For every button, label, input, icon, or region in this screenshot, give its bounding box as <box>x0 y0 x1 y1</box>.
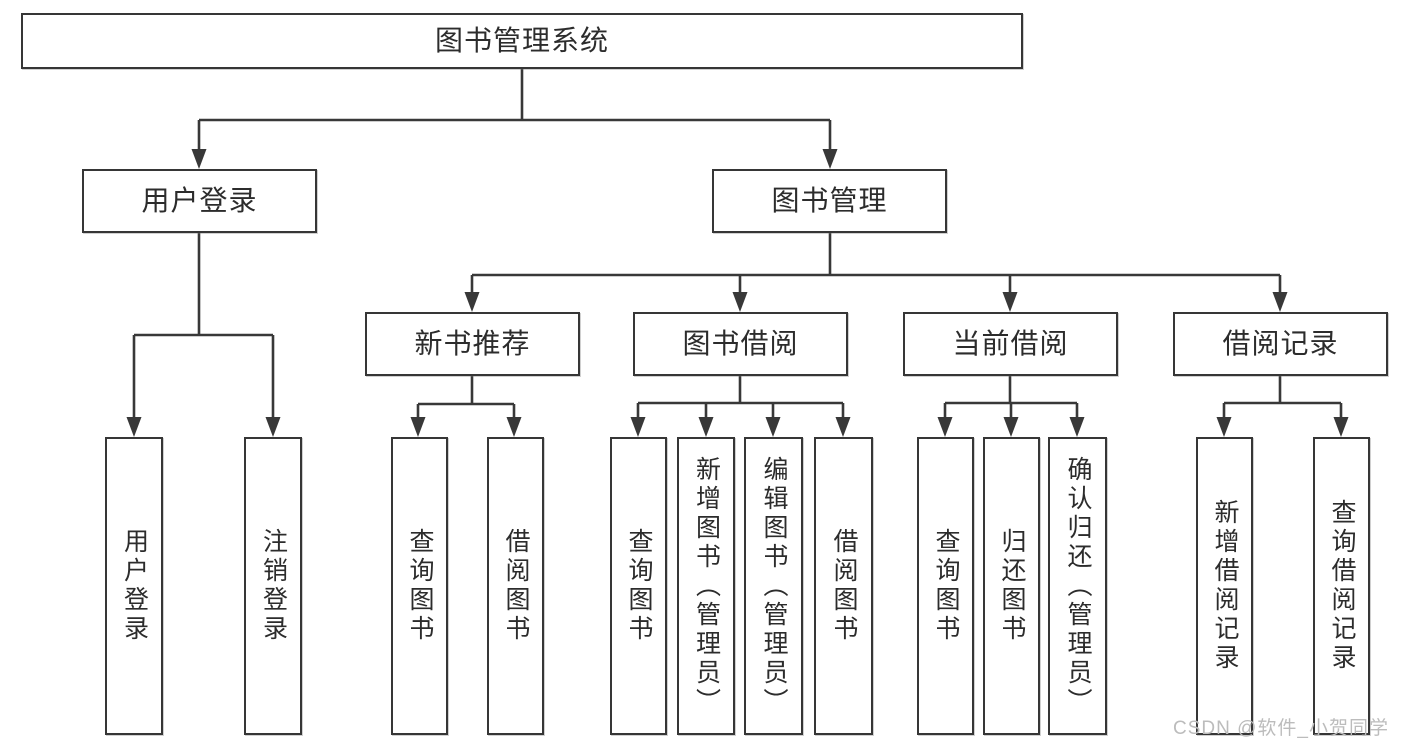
leaf-logout: 注销登录 <box>244 437 302 735</box>
node-borrowing-records: 借阅记录 <box>1173 312 1388 376</box>
node-user-login: 用户登录 <box>82 169 317 233</box>
leaf-rec-add-record: 新增借阅记录 <box>1196 437 1253 735</box>
leaf-rec-query-record: 查询借阅记录 <box>1313 437 1370 735</box>
leaf-cb-confirm-return-admin: 确认归还（管理员） <box>1048 437 1107 735</box>
leaf-nb-borrow-books: 借阅图书 <box>487 437 544 735</box>
watermark: CSDN @软件_小贺同学 <box>1173 718 1389 739</box>
node-library-management-system: 图书管理系统 <box>21 13 1023 69</box>
leaf-bb-query-books: 查询图书 <box>610 437 667 735</box>
node-book-borrowing: 图书借阅 <box>633 312 848 376</box>
leaf-cb-query-books: 查询图书 <box>917 437 974 735</box>
node-new-book-recommend: 新书推荐 <box>365 312 580 376</box>
node-book-management: 图书管理 <box>712 169 947 233</box>
leaf-nb-query-books: 查询图书 <box>391 437 448 735</box>
leaf-bb-add-books-admin: 新增图书（管理员） <box>677 437 735 735</box>
leaf-cb-return-books: 归还图书 <box>983 437 1040 735</box>
leaf-user-login: 用户登录 <box>105 437 163 735</box>
leaf-bb-borrow-books: 借阅图书 <box>814 437 873 735</box>
node-current-borrowing: 当前借阅 <box>903 312 1118 376</box>
leaf-bb-edit-books-admin: 编辑图书（管理员） <box>744 437 803 735</box>
